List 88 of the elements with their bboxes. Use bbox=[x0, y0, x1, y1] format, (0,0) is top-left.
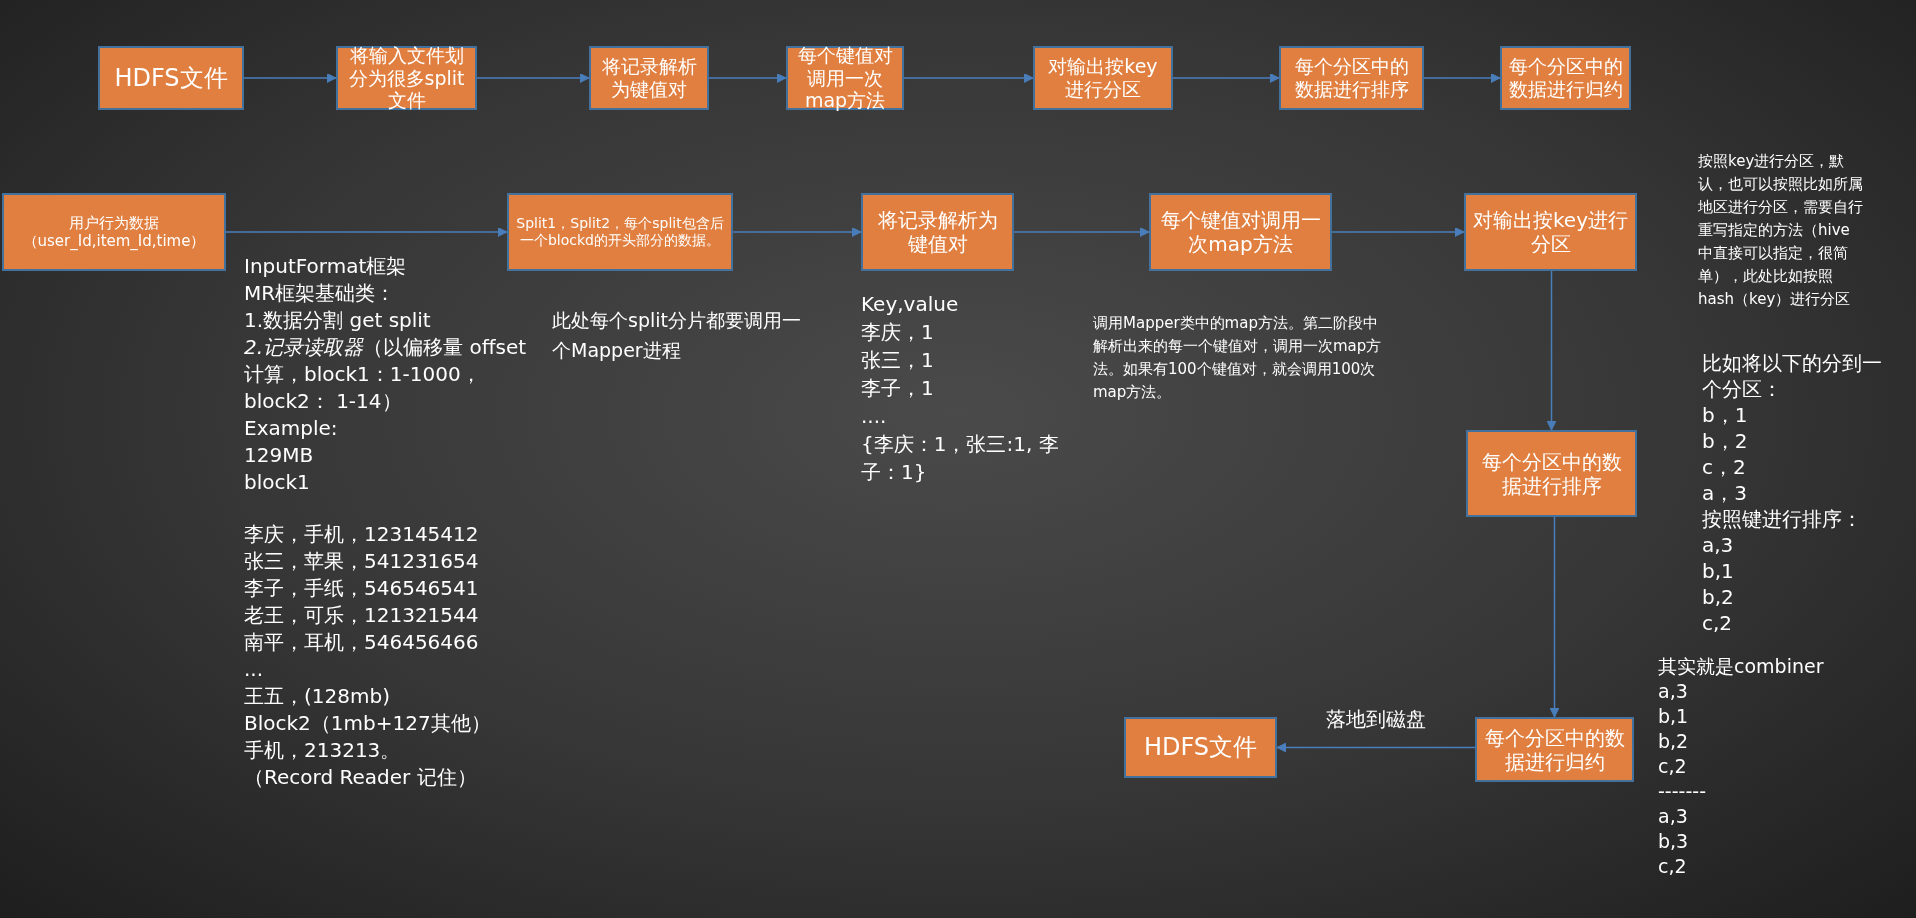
box-text: Split1，Split2，每个split包含后一个blockd的开头部分的数据。 bbox=[515, 215, 725, 249]
note-text: InputFormat框架 bbox=[244, 253, 408, 280]
note-text: 老王，可乐，121321544 bbox=[244, 602, 480, 629]
box-text: 每个分区中的数据进行排序 bbox=[1293, 55, 1410, 101]
note-text: 李子，1 bbox=[861, 375, 935, 402]
process-box bbox=[589, 46, 709, 110]
note-text: MR框架基础类： bbox=[244, 280, 397, 307]
process-box bbox=[1149, 193, 1332, 271]
note-text: b,2 bbox=[1658, 729, 1690, 754]
box-text: 每个键值对调用一次map方法 bbox=[1159, 208, 1322, 256]
arrow bbox=[1331, 227, 1465, 237]
arrow bbox=[1546, 270, 1557, 431]
note-text: b,1 bbox=[1658, 704, 1690, 729]
note-text: 其实就是combiner bbox=[1658, 654, 1825, 679]
arrow bbox=[732, 227, 862, 237]
arrow bbox=[903, 73, 1034, 83]
note-text: 按照key进行分区，默认，也可以按照比如所属地区进行分区，需要自行重写指定的方法（hive中直接可以指定，很简单），此处比如按照hash（key）进行分区 bbox=[1698, 151, 1863, 310]
note-text: c,2 bbox=[1702, 610, 1734, 636]
process-box bbox=[1500, 46, 1631, 110]
note-text: 调用Mapper类中的map方法。第二阶段中解析出来的每一个键值对，调用一次map方法。如果有100个键值对，就会调用100次map方法。 bbox=[1093, 313, 1383, 403]
note-text: {李庆：1，张三:1, 李子：1} bbox=[861, 431, 1060, 486]
note-text: 1.数据分割 get split bbox=[244, 307, 432, 334]
note-text: b,1 bbox=[1702, 558, 1735, 584]
note-text: a,3 bbox=[1658, 804, 1689, 829]
process-box bbox=[861, 193, 1014, 271]
box-text: HDFS文件 bbox=[114, 63, 228, 93]
arrow bbox=[1172, 73, 1280, 83]
box-text: HDFS文件 bbox=[1143, 733, 1258, 762]
note-text: ... bbox=[244, 656, 265, 683]
box-text: 每个分区中的数据进行归约 bbox=[1508, 55, 1623, 101]
process-box bbox=[1475, 717, 1634, 782]
note-text: c,2 bbox=[1658, 754, 1688, 779]
note-text: 此处每个split分片都要调用一个Mapper进程 bbox=[552, 308, 802, 363]
box-text: 将记录解析为键值对 bbox=[600, 55, 698, 101]
note-text: （Record Reader 记住） bbox=[244, 764, 478, 791]
note-text: Key,value bbox=[861, 291, 960, 318]
note-text: a,3 bbox=[1702, 532, 1735, 558]
note-text: c，2 bbox=[1702, 454, 1747, 480]
note-text: b,3 bbox=[1658, 829, 1690, 854]
note-text: 南平，耳机，546456466 bbox=[244, 629, 480, 656]
note-text: b，2 bbox=[1702, 428, 1749, 454]
box-text: 将记录解析为键值对 bbox=[876, 208, 999, 256]
note-text: 2.记录读取器（以偏移量 offset计算，block1：1-1000，block2： 1-14） bbox=[244, 334, 528, 415]
box-text: 对输出按key进行分区 bbox=[1472, 208, 1629, 256]
process-box bbox=[1033, 46, 1173, 110]
box-text: 对输出按key进行分区 bbox=[1047, 55, 1159, 101]
note-text: a,3 bbox=[1658, 679, 1689, 704]
box-text: 每个键值对调用一次map方法 bbox=[796, 43, 894, 113]
box-text: 将输入文件划分为很多split文件 bbox=[347, 43, 466, 113]
process-box bbox=[336, 46, 477, 110]
note-text: 张三，苹果，541231654 bbox=[244, 548, 480, 575]
arrow bbox=[225, 227, 508, 237]
edge-label: 落地到磁盘 bbox=[1326, 705, 1426, 733]
note-text: 按照键进行排序： bbox=[1702, 506, 1863, 532]
note-text: b，1 bbox=[1702, 402, 1749, 428]
arrow bbox=[243, 73, 337, 83]
note-text: 李庆，手机，123145412 bbox=[244, 521, 480, 548]
note-text: a，3 bbox=[1702, 480, 1748, 506]
process-box bbox=[1464, 193, 1637, 271]
process-box bbox=[507, 193, 733, 271]
note-text: .... bbox=[861, 403, 888, 430]
note-text: 手机，213213。 bbox=[244, 737, 402, 764]
box-text: 每个分区中的数据进行排序 bbox=[1480, 449, 1623, 498]
note-text: 李子，手纸，546546541 bbox=[244, 575, 480, 602]
arrow bbox=[708, 73, 787, 83]
arrow bbox=[1276, 742, 1476, 753]
arrow bbox=[1013, 227, 1150, 237]
process-box bbox=[1466, 430, 1637, 517]
note-text: 张三，1 bbox=[861, 347, 935, 374]
note-text: ------- bbox=[1658, 779, 1707, 804]
process-box bbox=[98, 46, 244, 110]
process-box bbox=[1124, 717, 1277, 778]
note-text: c,2 bbox=[1658, 854, 1688, 879]
note-text: Example: bbox=[244, 415, 339, 442]
note-text: b,2 bbox=[1702, 584, 1735, 610]
note-text: 129MB bbox=[244, 442, 315, 469]
process-box bbox=[1279, 46, 1424, 110]
note-text: block1 bbox=[244, 469, 311, 496]
arrow bbox=[476, 73, 590, 83]
note-text: 王五，(128mb) bbox=[244, 683, 391, 710]
note-text: Block2（1mb+127其他） bbox=[244, 710, 492, 737]
box-text: 每个分区中的数据进行归约 bbox=[1483, 725, 1626, 774]
arrow bbox=[1423, 73, 1501, 83]
process-box bbox=[2, 193, 226, 271]
box-text: 用户行为数据（user_Id,item_Id,time） bbox=[21, 214, 207, 250]
arrow bbox=[1549, 516, 1560, 718]
note-text: 李庆，1 bbox=[861, 319, 935, 346]
process-box bbox=[786, 46, 904, 110]
